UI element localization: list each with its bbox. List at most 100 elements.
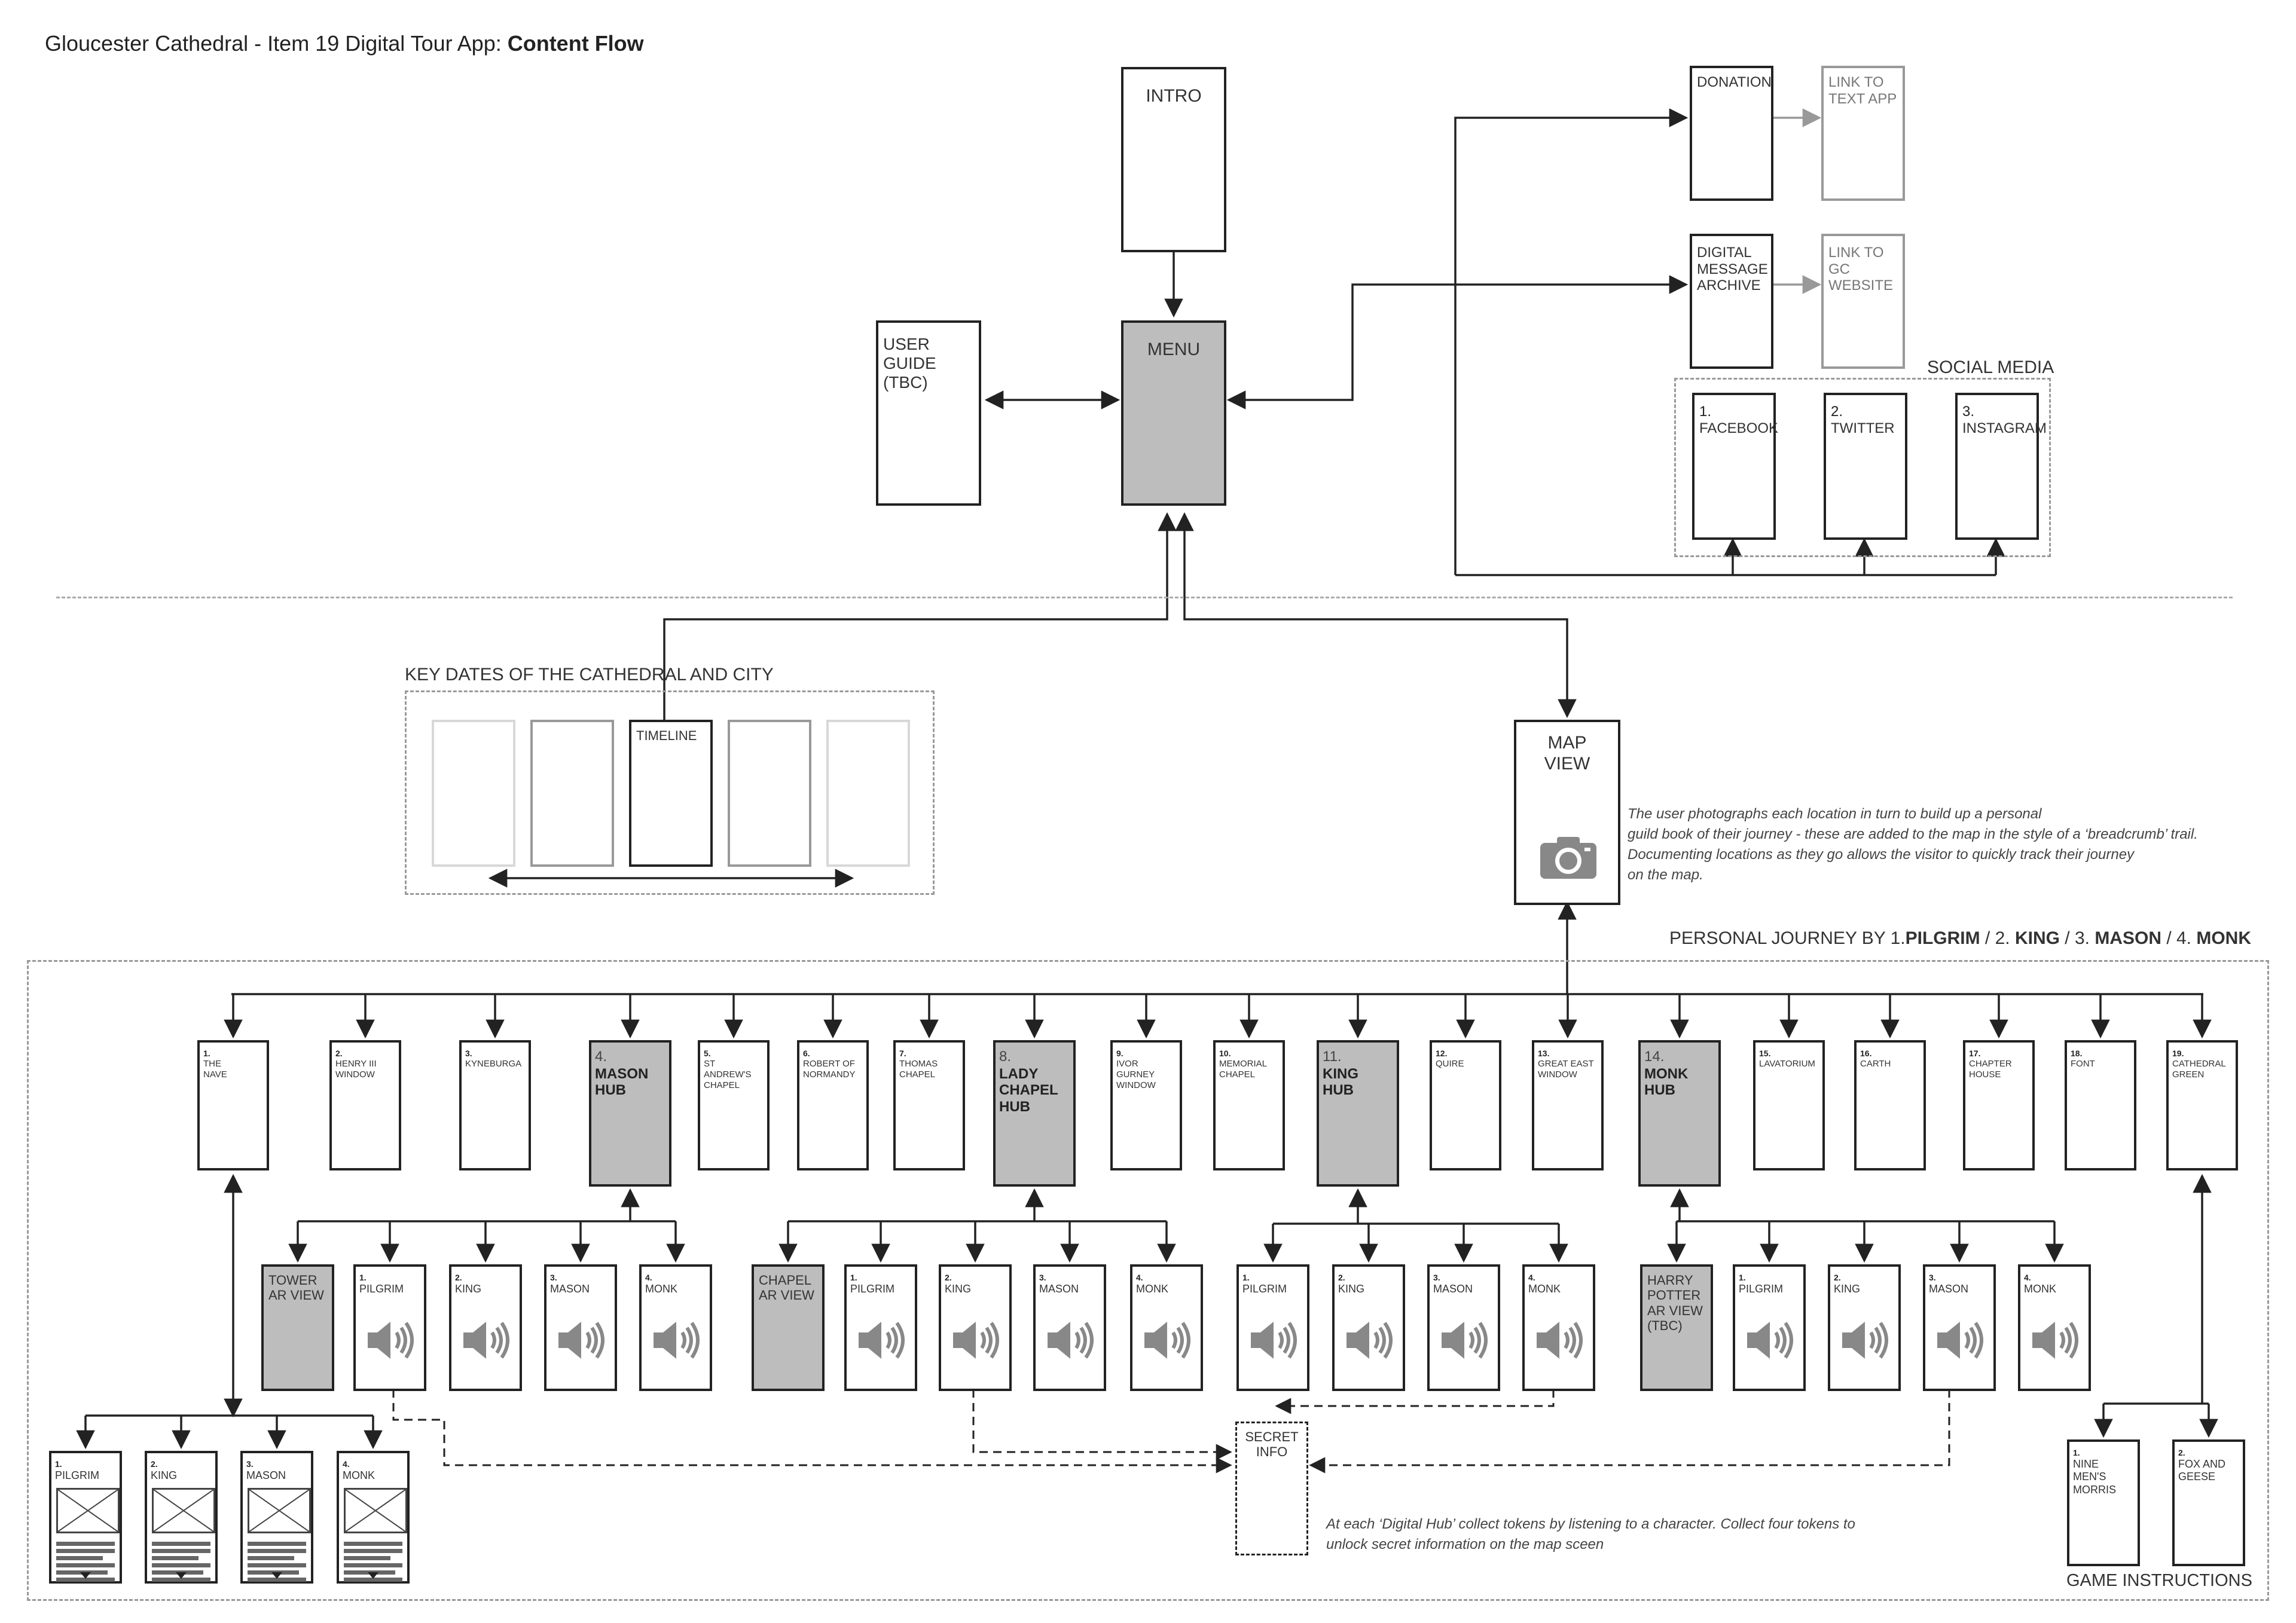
location-chapter-house-screen[interactable]: 17.CHAPTER HOUSE xyxy=(1963,1040,2035,1170)
screen-label: 3.MASON xyxy=(246,1459,307,1482)
down-arrow-icon[interactable] xyxy=(176,1572,187,1579)
social-facebook-screen[interactable]: 1.FACEBOOK xyxy=(1692,393,1778,540)
character-pilgrim-audio-screen[interactable]: 1.PILGRIM xyxy=(1733,1264,1806,1391)
location-great-east-window-screen[interactable]: 13.GREAT EAST WINDOW xyxy=(1532,1040,1604,1170)
character-monk-audio-screen[interactable]: 4.MONK xyxy=(1522,1264,1595,1391)
location-number: 4. xyxy=(595,1049,607,1065)
text-line xyxy=(344,1542,402,1546)
text-line xyxy=(248,1542,306,1546)
location-cathedral-green-screen[interactable]: 19.CATHEDRAL GREEN xyxy=(2166,1040,2238,1170)
location-label: 17.CHAPTER HOUSE xyxy=(1969,1049,2029,1080)
location-st-andrew-s-chapel-screen[interactable]: 5.ST ANDREW'S CHAPEL xyxy=(698,1040,770,1170)
character-mason-audio-screen[interactable]: 3.MASON xyxy=(1033,1264,1106,1391)
screen-title: MONK xyxy=(2024,1282,2056,1295)
down-arrow-icon[interactable] xyxy=(80,1572,91,1579)
ar-view-label: CHAPEL AR VIEW xyxy=(759,1273,814,1303)
location-font-screen[interactable]: 18.FONT xyxy=(2065,1040,2136,1170)
game-fox-and-geese-screen[interactable]: 2.FOX AND GEESE xyxy=(2172,1439,2245,1566)
character-king-audio-screen[interactable]: 2.KING xyxy=(939,1264,1012,1391)
location-number: 3. xyxy=(465,1049,472,1058)
map-note-line: The user photographs each location in tu… xyxy=(1628,806,2042,822)
screen-title: MASON xyxy=(1039,1282,1079,1295)
screen-label: 1.PILGRIM xyxy=(1242,1273,1303,1295)
location-name: CATHEDRAL GREEN xyxy=(2172,1058,2226,1080)
screen-number: 1. xyxy=(1242,1273,1250,1282)
location-carth-screen[interactable]: 16.CARTH xyxy=(1854,1040,1926,1170)
screen-number: 1. xyxy=(2073,1448,2080,1457)
location-lady-chapel-hub-screen[interactable]: 8.LADY CHAPEL HUB xyxy=(993,1040,1076,1187)
menu-screen[interactable]: MENU xyxy=(1121,320,1226,506)
link-gc-website-label: LINK TO GC WEBSITE xyxy=(1828,244,1894,294)
character-pilgrim-audio-screen[interactable]: 1.PILGRIM xyxy=(353,1264,426,1391)
donation-screen[interactable]: DONATION xyxy=(1690,66,1773,201)
character-king-audio-screen[interactable]: 2.KING xyxy=(449,1264,522,1391)
character-mason-audio-screen[interactable]: 3.MASON xyxy=(1923,1264,1996,1391)
tower-ar-view-screen[interactable]: TOWER AR VIEW xyxy=(261,1264,334,1391)
character-king-audio-screen[interactable]: 2.KING xyxy=(1828,1264,1901,1391)
location-robert-of-normandy-screen[interactable]: 6.ROBERT OF NORMANDY xyxy=(797,1040,869,1170)
down-arrow-icon[interactable] xyxy=(368,1572,378,1579)
intro-screen[interactable]: INTRO xyxy=(1121,67,1226,252)
social-twitter-screen[interactable]: 2.TWITTER xyxy=(1824,393,1907,540)
speaker-icon xyxy=(558,1322,604,1359)
location-name: LADY CHAPEL HUB xyxy=(999,1065,1058,1115)
game-nine-men-s-morris-screen[interactable]: 1.NINE MEN'S MORRIS xyxy=(2067,1439,2140,1566)
location-lavatorium-screen[interactable]: 15.LAVATORIUM xyxy=(1753,1040,1825,1170)
timeline-screen[interactable]: TIMELINE xyxy=(629,720,713,867)
location-ivor-gurney-window-screen[interactable]: 9.IVOR GURNEY WINDOW xyxy=(1110,1040,1182,1170)
location-number: 18. xyxy=(2071,1049,2083,1058)
location-the-nave-screen[interactable]: 1.THE NAVE xyxy=(197,1040,269,1170)
location-quire-screen[interactable]: 12.QUIRE xyxy=(1430,1040,1501,1170)
location-monk-hub-screen[interactable]: 14.MONK HUB xyxy=(1638,1040,1721,1187)
secret-info-screen[interactable]: SECRET INFO xyxy=(1235,1422,1308,1555)
text-line xyxy=(152,1556,199,1560)
guide-monk-screen[interactable]: 4.MONK xyxy=(337,1451,410,1584)
down-arrow-icon[interactable] xyxy=(271,1572,282,1579)
location-name: MONK HUB xyxy=(1644,1065,1689,1099)
text-line xyxy=(344,1563,402,1567)
location-thomas-chapel-screen[interactable]: 7.THOMAS CHAPEL xyxy=(893,1040,965,1170)
speaker-icon xyxy=(1251,1322,1297,1359)
user-guide-screen[interactable]: USER GUIDE (TBC) xyxy=(876,320,981,506)
screen-label: 4.MONK xyxy=(1528,1273,1589,1295)
location-number: 11. xyxy=(1323,1049,1342,1065)
chapel-ar-view-screen[interactable]: CHAPEL AR VIEW xyxy=(752,1264,825,1391)
screen-number: 4. xyxy=(1136,1273,1143,1282)
character-pilgrim-audio-screen[interactable]: 1.PILGRIM xyxy=(844,1264,917,1391)
guide-king-screen[interactable]: 2.KING xyxy=(145,1451,218,1584)
location-label: 10.MEMORIAL CHAPEL xyxy=(1219,1049,1279,1080)
character-pilgrim-audio-screen[interactable]: 1.PILGRIM xyxy=(1236,1264,1309,1391)
character-monk-audio-screen[interactable]: 4.MONK xyxy=(2018,1264,2091,1391)
screen-title: MONK xyxy=(1136,1282,1168,1295)
text-line xyxy=(56,1556,103,1560)
screen-title: KING xyxy=(151,1469,178,1481)
location-number: 2. xyxy=(335,1049,343,1058)
location-label: 9.IVOR GURNEY WINDOW xyxy=(1116,1049,1176,1091)
guide-pilgrim-screen[interactable]: 1.PILGRIM xyxy=(49,1451,122,1584)
link-text-app-screen[interactable]: LINK TO TEXT APP xyxy=(1821,66,1905,201)
location-king-hub-screen[interactable]: 11.KING HUB xyxy=(1317,1040,1399,1187)
character-mason-audio-screen[interactable]: 3.MASON xyxy=(1427,1264,1500,1391)
harry-potter-ar-view-screen[interactable]: HARRY POTTER AR VIEW (TBC) xyxy=(1640,1264,1713,1391)
ar-view-label: TOWER AR VIEW xyxy=(268,1273,324,1303)
link-text-app-label: LINK TO TEXT APP xyxy=(1828,74,1897,107)
digital-archive-screen[interactable]: DIGITAL MESSAGE ARCHIVE xyxy=(1690,234,1773,369)
social-instagram-screen[interactable]: 3.INSTAGRAM xyxy=(1955,393,2047,540)
screen-title: KING xyxy=(455,1282,482,1295)
character-mason-audio-screen[interactable]: 3.MASON xyxy=(544,1264,617,1391)
journey-sep: / 4. xyxy=(2161,928,2197,948)
character-king-audio-screen[interactable]: 2.KING xyxy=(1332,1264,1405,1391)
location-label: 13.GREAT EAST WINDOW xyxy=(1538,1049,1598,1080)
location-label: 5.ST ANDREW'S CHAPEL xyxy=(704,1049,764,1091)
location-memorial-chapel-screen[interactable]: 10.MEMORIAL CHAPEL xyxy=(1213,1040,1285,1170)
location-mason-hub-screen[interactable]: 4.MASON HUB xyxy=(589,1040,671,1187)
location-henry-iii-window-screen[interactable]: 2.HENRY III WINDOW xyxy=(329,1040,401,1170)
location-kyneburga-screen[interactable]: 3.KYNEBURGA xyxy=(459,1040,531,1170)
guide-mason-screen[interactable]: 3.MASON xyxy=(240,1451,313,1584)
screen-title: KING xyxy=(1834,1282,1861,1295)
link-gc-website-screen[interactable]: LINK TO GC WEBSITE xyxy=(1821,234,1905,369)
character-monk-audio-screen[interactable]: 4.MONK xyxy=(1130,1264,1203,1391)
character-monk-audio-screen[interactable]: 4.MONK xyxy=(639,1264,712,1391)
map-view-screen[interactable]: MAP VIEW xyxy=(1514,720,1620,905)
location-label: 16.CARTH xyxy=(1860,1049,1920,1069)
